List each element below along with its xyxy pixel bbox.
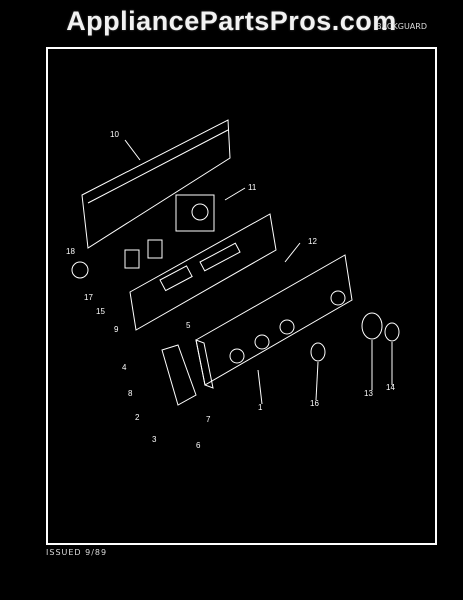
switch-15 — [124, 249, 140, 269]
part-label: 15 — [96, 307, 105, 316]
part-label: 17 — [84, 293, 93, 302]
part-label: 1 — [258, 403, 263, 412]
part-label: 4 — [122, 363, 127, 372]
watermark: AppliancePartsPros.com — [66, 6, 397, 36]
rear-panel — [81, 119, 231, 249]
knob-skirt — [361, 312, 383, 340]
control-panel — [129, 213, 277, 331]
switch-17 — [147, 239, 163, 259]
backguard-panel — [195, 254, 353, 386]
diagram-frame — [46, 47, 437, 545]
part-label: 9 — [114, 325, 119, 334]
part-label: 13 — [364, 389, 373, 398]
timer — [175, 194, 215, 232]
part-label: 6 — [196, 441, 201, 450]
bracket — [161, 344, 197, 406]
part-label: 10 — [110, 130, 119, 139]
knob — [384, 322, 400, 342]
part-label: 14 — [386, 383, 395, 392]
part-label: 7 — [206, 415, 211, 424]
part-label: 11 — [248, 183, 257, 192]
part-label: 16 — [310, 399, 319, 408]
part-label: 3 — [152, 435, 157, 444]
part-label: 8 — [128, 389, 133, 398]
motor-18 — [71, 261, 89, 279]
part-label: 2 — [135, 413, 140, 422]
part-label: 5 — [186, 321, 191, 330]
issued-date: ISSUED 9/89 — [46, 548, 108, 557]
part-label: 12 — [308, 237, 317, 246]
selector-knob — [310, 342, 326, 362]
part-label: 18 — [66, 247, 75, 256]
section-title: BACKGUARD — [376, 22, 427, 31]
